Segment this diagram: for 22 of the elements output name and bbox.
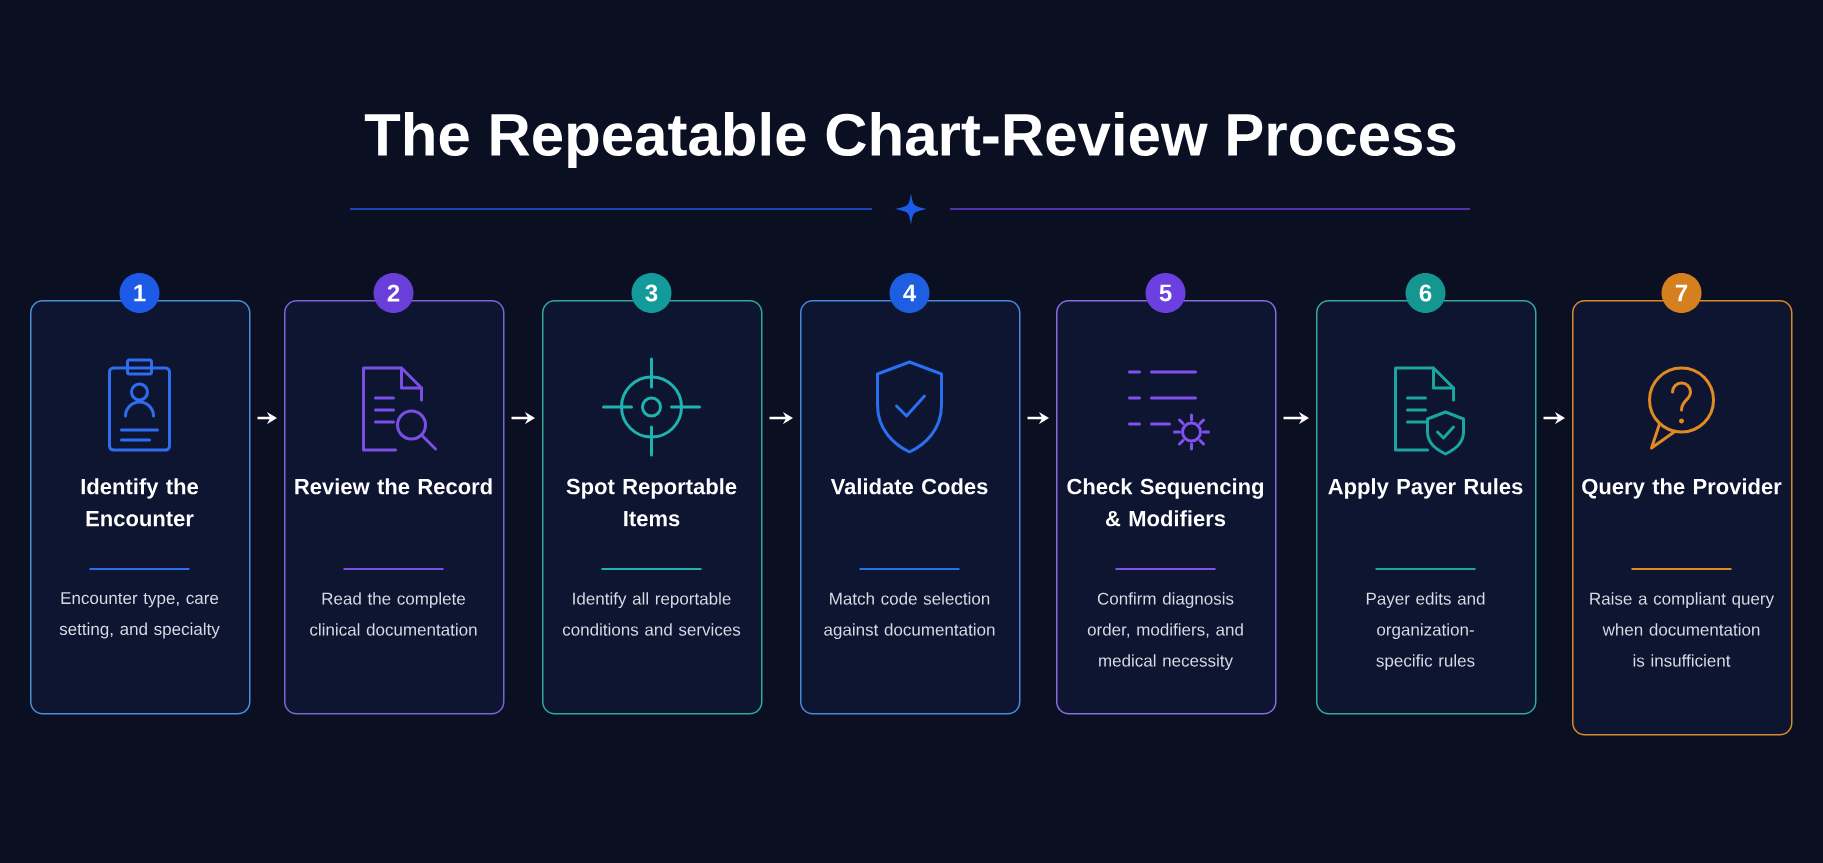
number-badge: 6 [1405, 273, 1446, 313]
step-title: Identify the Encounter [81, 478, 199, 527]
step-description: Confirm diagnosis order, modifiers, and medical necessity [1087, 592, 1243, 671]
step-description: Raise a compliant query when documentation is insufficient [1590, 592, 1775, 667]
number-badge: 3 [631, 273, 672, 313]
number-badge: 2 [373, 273, 414, 313]
title: The Repeatable Chart-Review Process [364, 112, 1456, 168]
step-title: Spot Reportable Items [566, 478, 737, 527]
number-badge: 4 [889, 273, 930, 313]
step-title: Check Sequencing & Modifiers [1067, 478, 1264, 527]
step-description: Payer edits and organization-specific rules [1366, 592, 1485, 671]
step-title: Review the Record [295, 478, 492, 495]
step-title: Apply Payer Rules [1328, 478, 1523, 499]
step-description: Identify all reportable conditions and services [562, 592, 741, 636]
number-badge: 1 [119, 273, 160, 313]
step-description: Encounter type, care setting, and specialty [59, 592, 220, 639]
step-description: Match code selection against documentation [824, 592, 995, 640]
step-title: Query the Provider [1582, 478, 1782, 499]
step-description: Read the complete clinical documentation [310, 592, 477, 636]
number-badge: 7 [1661, 273, 1702, 313]
number-badge: 5 [1145, 273, 1186, 313]
step-title: Validate Codes [830, 478, 988, 495]
